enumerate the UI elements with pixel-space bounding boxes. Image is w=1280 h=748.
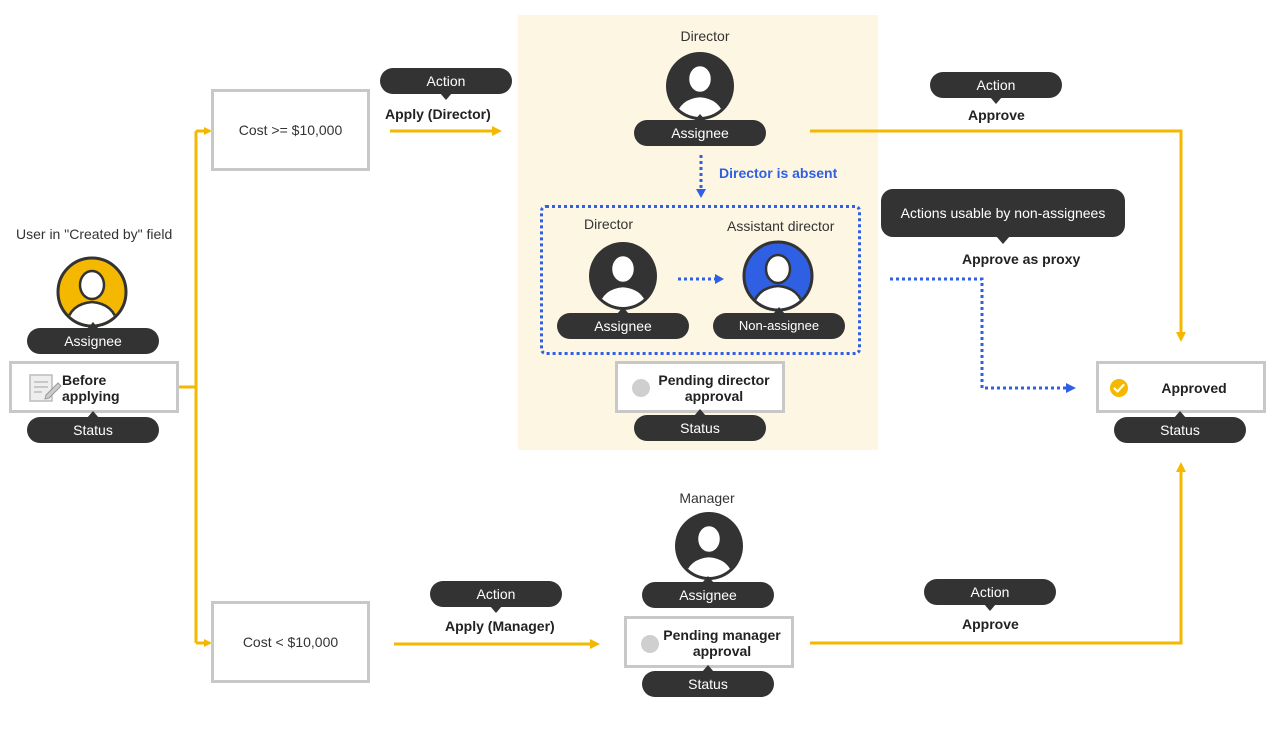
director-status-text: Pending director approval [658, 372, 770, 404]
assistant-director-title: Assistant director [727, 218, 835, 234]
approve-bottom-action-pill: Action [924, 579, 1056, 611]
arrow-head [492, 126, 502, 136]
document-edit-icon [29, 374, 62, 402]
arrow-head [590, 639, 600, 649]
approve-top-action-pill: Action [930, 72, 1062, 104]
apply-manager-label: Apply (Manager) [445, 618, 555, 634]
apply-manager-action-pill: Action [430, 581, 562, 613]
manager-status-pill: Status [642, 665, 774, 697]
approved-status-box: Approved [1096, 361, 1266, 413]
arrow-head [204, 127, 212, 135]
proxy-director-assignee-pill: Assignee [557, 307, 689, 339]
arrow-head [1066, 383, 1076, 393]
pending-dot-icon [632, 379, 650, 397]
apply-director-action-pill: Action [380, 68, 512, 100]
manager-title: Manager [679, 490, 735, 506]
creator-status-box: Before applying [9, 361, 179, 413]
director-assignee-pill: Assignee [634, 114, 766, 146]
arrow-head [715, 274, 724, 284]
director-avatar-icon [666, 52, 734, 120]
manager-assignee-pill: Assignee [642, 576, 774, 608]
pending-dot-icon [641, 635, 659, 653]
condition-high-text: Cost >= $10,000 [238, 122, 343, 138]
manager-status-box: Pending manager approval [624, 616, 794, 668]
creator-title: User in "Created by" field [16, 226, 173, 242]
approved-status-pill: Status [1114, 411, 1246, 443]
approve-top-line [810, 129, 1183, 334]
proxy-director-title: Director [584, 216, 634, 232]
approved-status-text: Approved [1161, 380, 1227, 396]
assistant-nonassignee-pill: Non-assignee [713, 307, 845, 339]
assistant-director-avatar-icon [742, 240, 814, 312]
manager-status-text: Pending manager approval [663, 627, 781, 659]
approve-proxy-label: Approve as proxy [962, 251, 1081, 267]
creator-status-text: Before applying [62, 372, 120, 404]
arrow-head [1176, 332, 1186, 342]
approve-bottom-label: Approve [962, 616, 1019, 632]
apply-director-label: Apply (Director) [385, 106, 491, 122]
arrow-head [696, 189, 706, 198]
arrow-head [1176, 462, 1186, 472]
arrow-head [204, 639, 212, 647]
director-title: Director [680, 28, 730, 44]
proxy-group-frame [540, 205, 861, 355]
proxy-director-avatar-icon [589, 242, 657, 310]
creator-assignee-pill: Assignee [27, 322, 159, 354]
nonassignee-actions-callout: Actions usable by non-assignees [881, 189, 1125, 244]
approve-bottom-line [810, 470, 1183, 645]
director-absent-label: Director is absent [719, 165, 838, 181]
proxy-approve-line [890, 277, 1066, 390]
creator-status-pill: Status [27, 411, 159, 443]
condition-high-box: Cost >= $10,000 [211, 89, 370, 171]
director-status-pill: Status [634, 409, 766, 441]
condition-low-box: Cost < $10,000 [211, 601, 370, 683]
director-status-box: Pending director approval [615, 361, 785, 413]
check-circle-icon [1110, 379, 1128, 397]
creator-avatar-icon [56, 256, 128, 328]
approve-top-label: Approve [968, 107, 1025, 123]
manager-avatar-icon [675, 512, 743, 580]
condition-low-text: Cost < $10,000 [242, 634, 339, 650]
